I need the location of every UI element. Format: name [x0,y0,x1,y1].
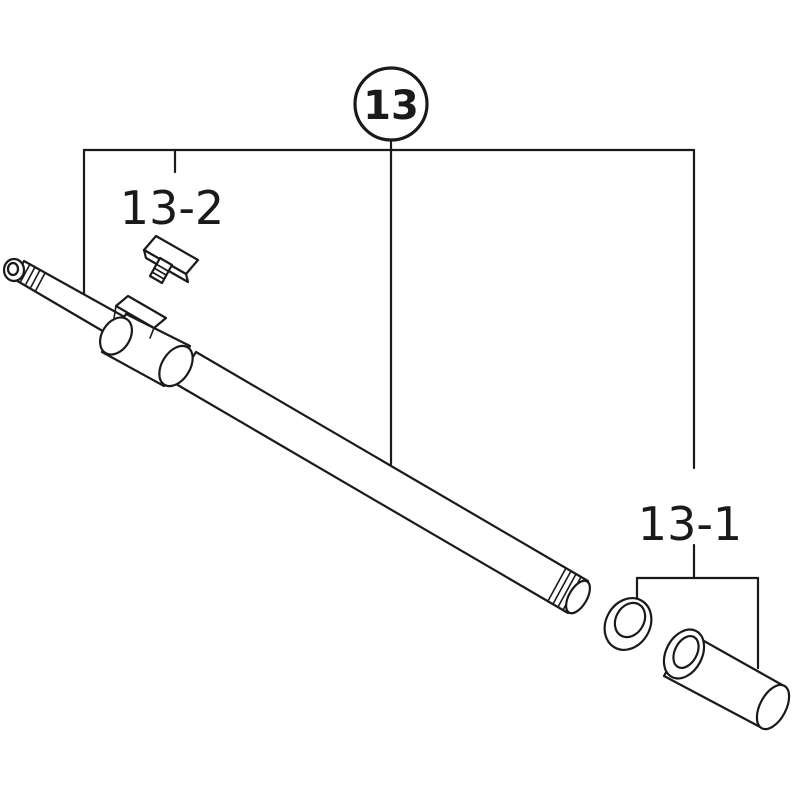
thin-pole-threads [20,263,46,291]
label-13-1: 13-1 [638,497,742,551]
clamp-collar-end [158,344,194,388]
sleeve-ring [603,597,653,651]
clamp-collar-face [98,316,134,356]
leader-lines [82,138,760,670]
main-rod-body [174,350,590,615]
assembly-number-text: 13 [363,83,419,129]
sleeve-ring-inner [613,601,647,639]
thumb-screw-threads [151,263,169,280]
label-13-2: 13-2 [120,181,224,235]
main-rod-end [564,579,592,615]
assembly-number-badge: 13 [353,66,429,142]
thumb-screw-shank [148,256,174,285]
sleeve-tube-far-end [755,683,791,731]
sleeve-tube [662,628,791,731]
clamp-collar [98,294,194,388]
main-rod [174,350,592,615]
thin-pole-tip-inner [6,261,20,277]
thumb-screw [142,234,200,285]
clamp-collar-boss [114,294,168,330]
sleeve-tube-bore [672,635,700,669]
